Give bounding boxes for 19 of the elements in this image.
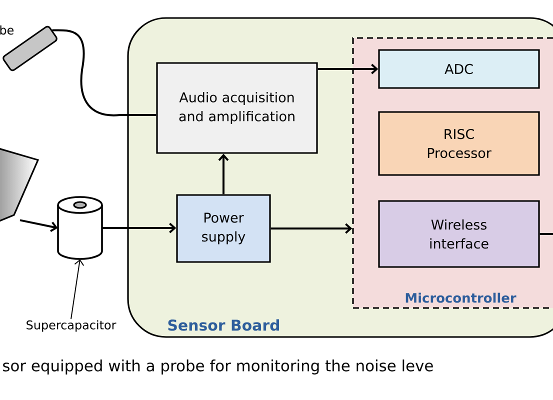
- arrow: [318, 64, 378, 74]
- arrow: [270, 223, 352, 234]
- arrow: [218, 154, 229, 194]
- process-box: RISC Processor: [378, 111, 540, 176]
- process-box: Wireless interface: [378, 200, 540, 268]
- component-label: Supercapacitor: [26, 320, 116, 332]
- board-label: Sensor Board: [168, 319, 279, 331]
- arrow: [20, 219, 58, 232]
- capacitor-cylinder: [57, 196, 103, 260]
- output-line: [540, 233, 553, 235]
- process-box: Audio acquisition and amplification: [156, 62, 318, 154]
- probe-label: be: [0, 25, 14, 35]
- process-box: Power supply: [176, 194, 271, 263]
- process-box: ADC: [378, 49, 540, 89]
- probe-cable: [52, 29, 156, 116]
- leader-line: [70, 259, 84, 320]
- group-label: Microcontroller: [406, 292, 516, 303]
- arrow: [102, 222, 176, 234]
- caption: sor equipped with a probe for monitoring the noise leve: [3, 360, 433, 374]
